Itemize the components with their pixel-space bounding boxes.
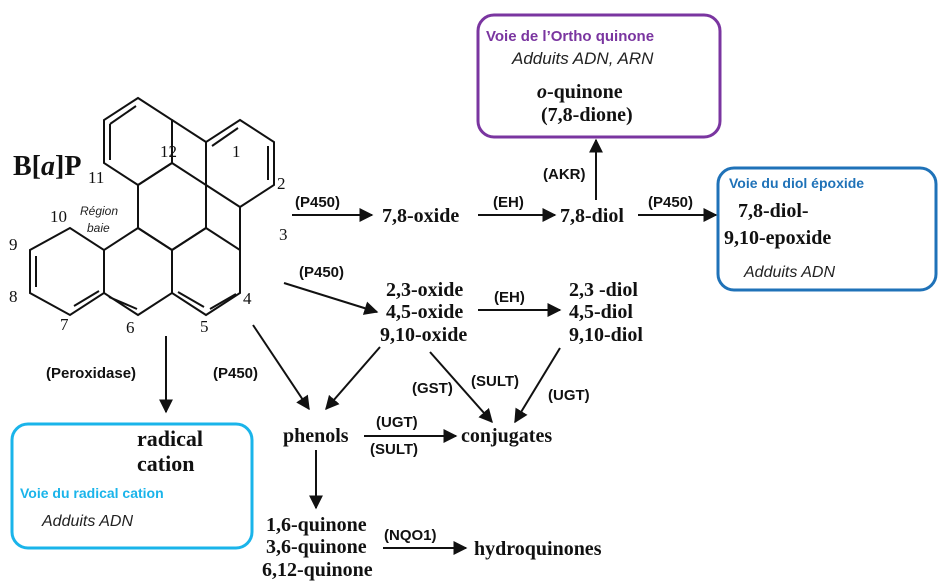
bay-region-label-1: Région [80, 204, 118, 218]
enzyme-nqo1: (NQO1) [384, 527, 437, 544]
metabolite-78-diol: 7,8-diol [560, 205, 624, 227]
enzyme-sult-mid: (SULT) [471, 373, 519, 390]
position-6: 6 [126, 318, 135, 337]
position-5: 5 [200, 317, 209, 336]
ortho-compound-rest: -quinone [547, 81, 623, 103]
diol-epoxide-box [716, 166, 938, 292]
ring-d [171, 226, 241, 317]
enzyme-gst: (GST) [412, 380, 453, 397]
position-1: 1 [232, 142, 241, 161]
metabolite-phenols: phenols [283, 425, 349, 447]
ortho-box-title: Voie de l’Ortho quinone [486, 28, 654, 45]
position-2: 2 [277, 174, 286, 193]
arrow-oxides-to-phenols [325, 346, 381, 411]
position-10: 10 [50, 207, 67, 226]
position-3: 3 [279, 225, 288, 244]
ring-c [137, 161, 207, 252]
ortho-compound-prefix: o [537, 81, 547, 103]
metabolite-45-diol: 4,5-diol [569, 301, 633, 323]
position-12: 12 [160, 142, 177, 161]
molecule-name: B[a]P [13, 151, 81, 182]
ortho-box-compound-line2: (7,8-dione) [541, 104, 633, 126]
ring-b [103, 226, 173, 317]
metabolite-23-oxide: 2,3-oxide [386, 279, 463, 301]
metabolite-910-diol: 9,10-diol [569, 324, 643, 346]
enzyme-p450-top: (P450) [295, 194, 340, 211]
enzyme-peroxidase: (Peroxidase) [46, 365, 136, 382]
enzyme-ugt-low: (UGT) [376, 414, 418, 431]
diol-box-title: Voie du diol époxide [729, 175, 864, 191]
enzyme-sult-low: (SULT) [370, 441, 418, 458]
metabolite-45-oxide: 4,5-oxide [386, 301, 463, 323]
molecule-name-close: ]P [55, 151, 81, 182]
metabolite-16-quinone: 1,6-quinone [266, 514, 367, 536]
metabolite-23-diol: 2,3 -diol [569, 279, 638, 301]
metabolite-conjugates: conjugates [461, 425, 552, 447]
enzyme-ugt-mid: (UGT) [548, 387, 590, 404]
enzyme-p450-mid: (P450) [299, 264, 344, 281]
metabolite-36-quinone: 3,6-quinone [266, 536, 367, 558]
ring-a [29, 226, 105, 317]
position-11: 11 [88, 168, 104, 187]
diol-box-adducts: Adduits ADN [743, 264, 835, 281]
enzyme-akr: (AKR) [543, 166, 586, 183]
diol-box-line2: 9,10-epoxide [724, 227, 831, 249]
ring-f [205, 118, 275, 209]
bap-structure [29, 96, 275, 317]
bay-region-label-2: baie [87, 221, 110, 235]
enzyme-eh-top: (EH) [493, 194, 524, 211]
diol-box-line1: 7,8-diol- [738, 200, 809, 222]
arrow-bap-to-phenols [252, 324, 310, 411]
position-4: 4 [243, 289, 252, 308]
ortho-box-compound: o-quinone [537, 81, 623, 103]
metabolite-910-oxide: 9,10-oxide [380, 324, 467, 346]
molecule-name-b: B[ [13, 151, 41, 182]
radical-box-title: Voie du radical cation [20, 485, 164, 501]
radical-box-adducts: Adduits ADN [41, 513, 133, 530]
metabolite-78-oxide: 7,8-oxide [382, 205, 459, 227]
arrow-oxides-to-conjugates [429, 351, 493, 424]
metabolite-612-quinone: 6,12-quinone [262, 559, 373, 581]
molecule-name-a: a [41, 151, 55, 182]
ring-e [103, 96, 173, 187]
arrow-diols-to-conjugates [514, 347, 561, 424]
enzyme-p450-left: (P450) [213, 365, 258, 382]
arrow-bap-to-oxides [283, 282, 379, 315]
position-8: 8 [9, 287, 18, 306]
radical-box-line1: radical [137, 426, 203, 451]
position-7: 7 [60, 315, 69, 334]
radical-cation-box [10, 422, 254, 550]
radical-box-line2: cation [137, 451, 194, 476]
metabolite-hydroquinones: hydroquinones [474, 538, 602, 560]
enzyme-p450-right: (P450) [648, 194, 693, 211]
ortho-quinone-box [476, 13, 722, 139]
enzyme-eh-mid: (EH) [494, 289, 525, 306]
position-9: 9 [9, 235, 18, 254]
ortho-box-adducts: Adduits ADN, ARN [511, 49, 654, 68]
